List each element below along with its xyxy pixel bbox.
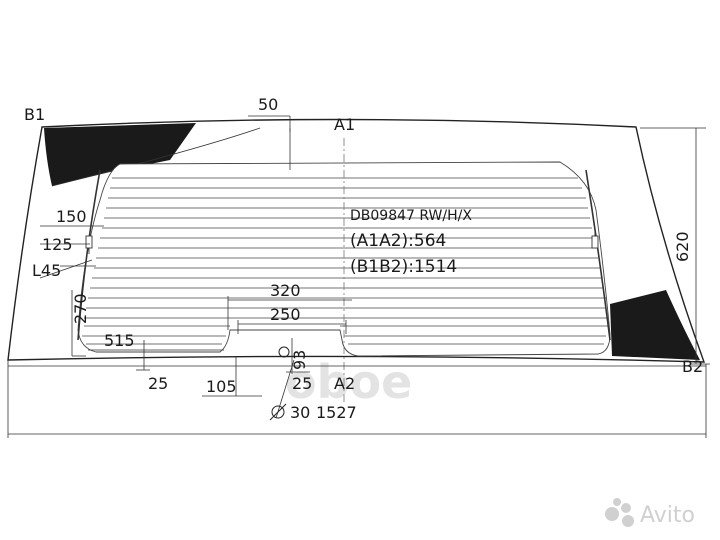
part-a1a2: (A1A2):564: [350, 231, 446, 251]
diameter-symbol-icon: [269, 403, 287, 421]
dim-250: 250: [270, 305, 301, 324]
dim-25-left: 25: [148, 374, 168, 393]
watermark: oboe Avito: [285, 355, 695, 528]
watermark-text: oboe: [285, 355, 412, 409]
heating-lines: [82, 177, 608, 345]
dim-620: 620: [673, 231, 692, 262]
bus-bar-left: [77, 169, 101, 341]
point-a1: A1: [334, 115, 355, 134]
ceramic-band-top-left: [44, 123, 196, 186]
point-b2: B2: [682, 357, 703, 376]
dimension-lines: [7, 115, 710, 438]
point-a2: A2: [334, 374, 355, 393]
dim-515: 515: [104, 331, 135, 350]
part-code: DB09847 RW/H/X: [350, 208, 472, 224]
part-b1b2: (B1B2):1514: [350, 257, 457, 277]
dim-150: 150: [56, 207, 87, 226]
dim-50: 50: [258, 95, 278, 114]
point-b1: B1: [24, 105, 45, 124]
avito-logo-icon: [605, 498, 634, 527]
dim-93: 93: [290, 350, 309, 370]
ceramic-edge: [51, 127, 261, 187]
dim-1527: 1527: [316, 403, 357, 422]
dim-l45: L45: [32, 261, 61, 280]
ceramic-band-right: [610, 290, 700, 360]
dim-25-center: 25: [292, 374, 312, 393]
watermark-brand: Avito: [640, 503, 695, 528]
dim-320: 320: [270, 281, 301, 300]
terminal-right-icon: [591, 230, 599, 249]
dim-270: 270: [71, 293, 90, 324]
dim-105: 105: [206, 377, 237, 396]
dim-125: 125: [42, 235, 73, 254]
dim-30: 30: [290, 403, 310, 422]
terminal-left-icon: [85, 235, 93, 254]
hole-circle-icon: [278, 346, 290, 358]
bus-bar-right: [585, 169, 611, 341]
